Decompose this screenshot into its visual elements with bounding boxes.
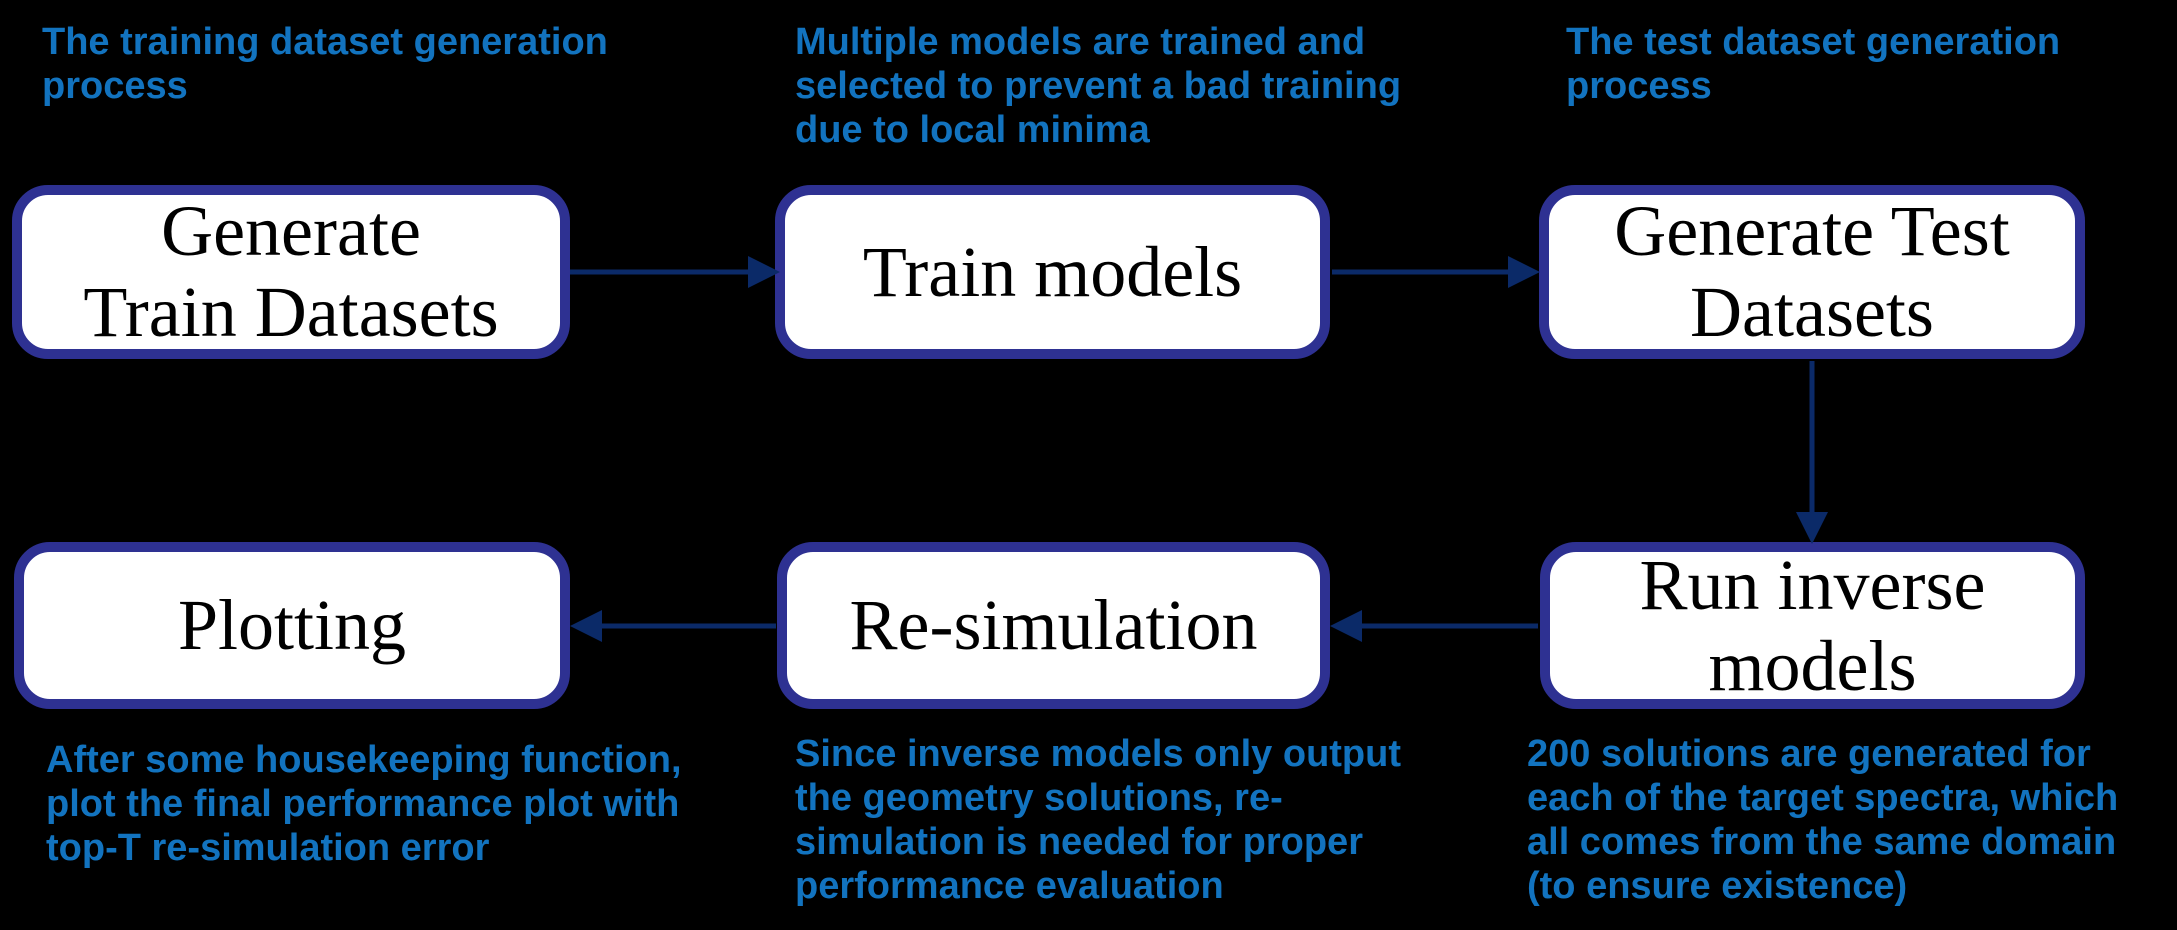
flow-box-label-line: Generate Test	[1614, 191, 2010, 272]
flow-box-generate-test-datasets: Generate Test Datasets	[1539, 185, 2085, 359]
arrow-re-simulation-to-plotting	[570, 610, 776, 642]
flow-box-label-line: Train Datasets	[83, 272, 499, 352]
note-re-simulation: Since inverse models only output the geo…	[795, 733, 1402, 908]
flow-box-label-line: Plotting	[177, 585, 407, 666]
note-train-models: Multiple models are trained and selected…	[795, 21, 1402, 152]
arrow-generate-test-to-run-inverse	[1796, 361, 1828, 544]
note-run-inverse-models: 200 solutions are generated for each of …	[1527, 733, 2119, 908]
note-training-dataset: The training dataset generation process	[42, 21, 608, 108]
flow-box-plotting: Plotting	[14, 542, 570, 709]
flow-box-label-line: Run inverse	[1639, 544, 1986, 625]
note-test-dataset: The test dataset generation process	[1566, 21, 2061, 108]
flow-box-generate-train-datasets: Generate Train Datasets	[12, 185, 570, 359]
arrow-generate-train-to-train-models	[570, 256, 780, 288]
flow-box-label-line: Datasets	[1690, 272, 1934, 352]
flow-box-label-line: Re-simulation	[849, 585, 1258, 666]
flow-box-run-inverse-models: Run inverse models	[1540, 542, 2085, 709]
flow-box-label-line: models	[1708, 625, 1917, 706]
arrow-run-inverse-to-re-simulation	[1330, 610, 1538, 642]
note-plotting: After some housekeeping function, plot t…	[46, 739, 682, 870]
arrow-train-models-to-generate-test	[1332, 256, 1540, 288]
flow-box-re-simulation: Re-simulation	[777, 542, 1330, 709]
flow-box-label-line: Train models	[862, 231, 1243, 312]
flow-box-label-line: Generate	[161, 191, 421, 272]
flow-box-train-models: Train models	[775, 185, 1330, 359]
